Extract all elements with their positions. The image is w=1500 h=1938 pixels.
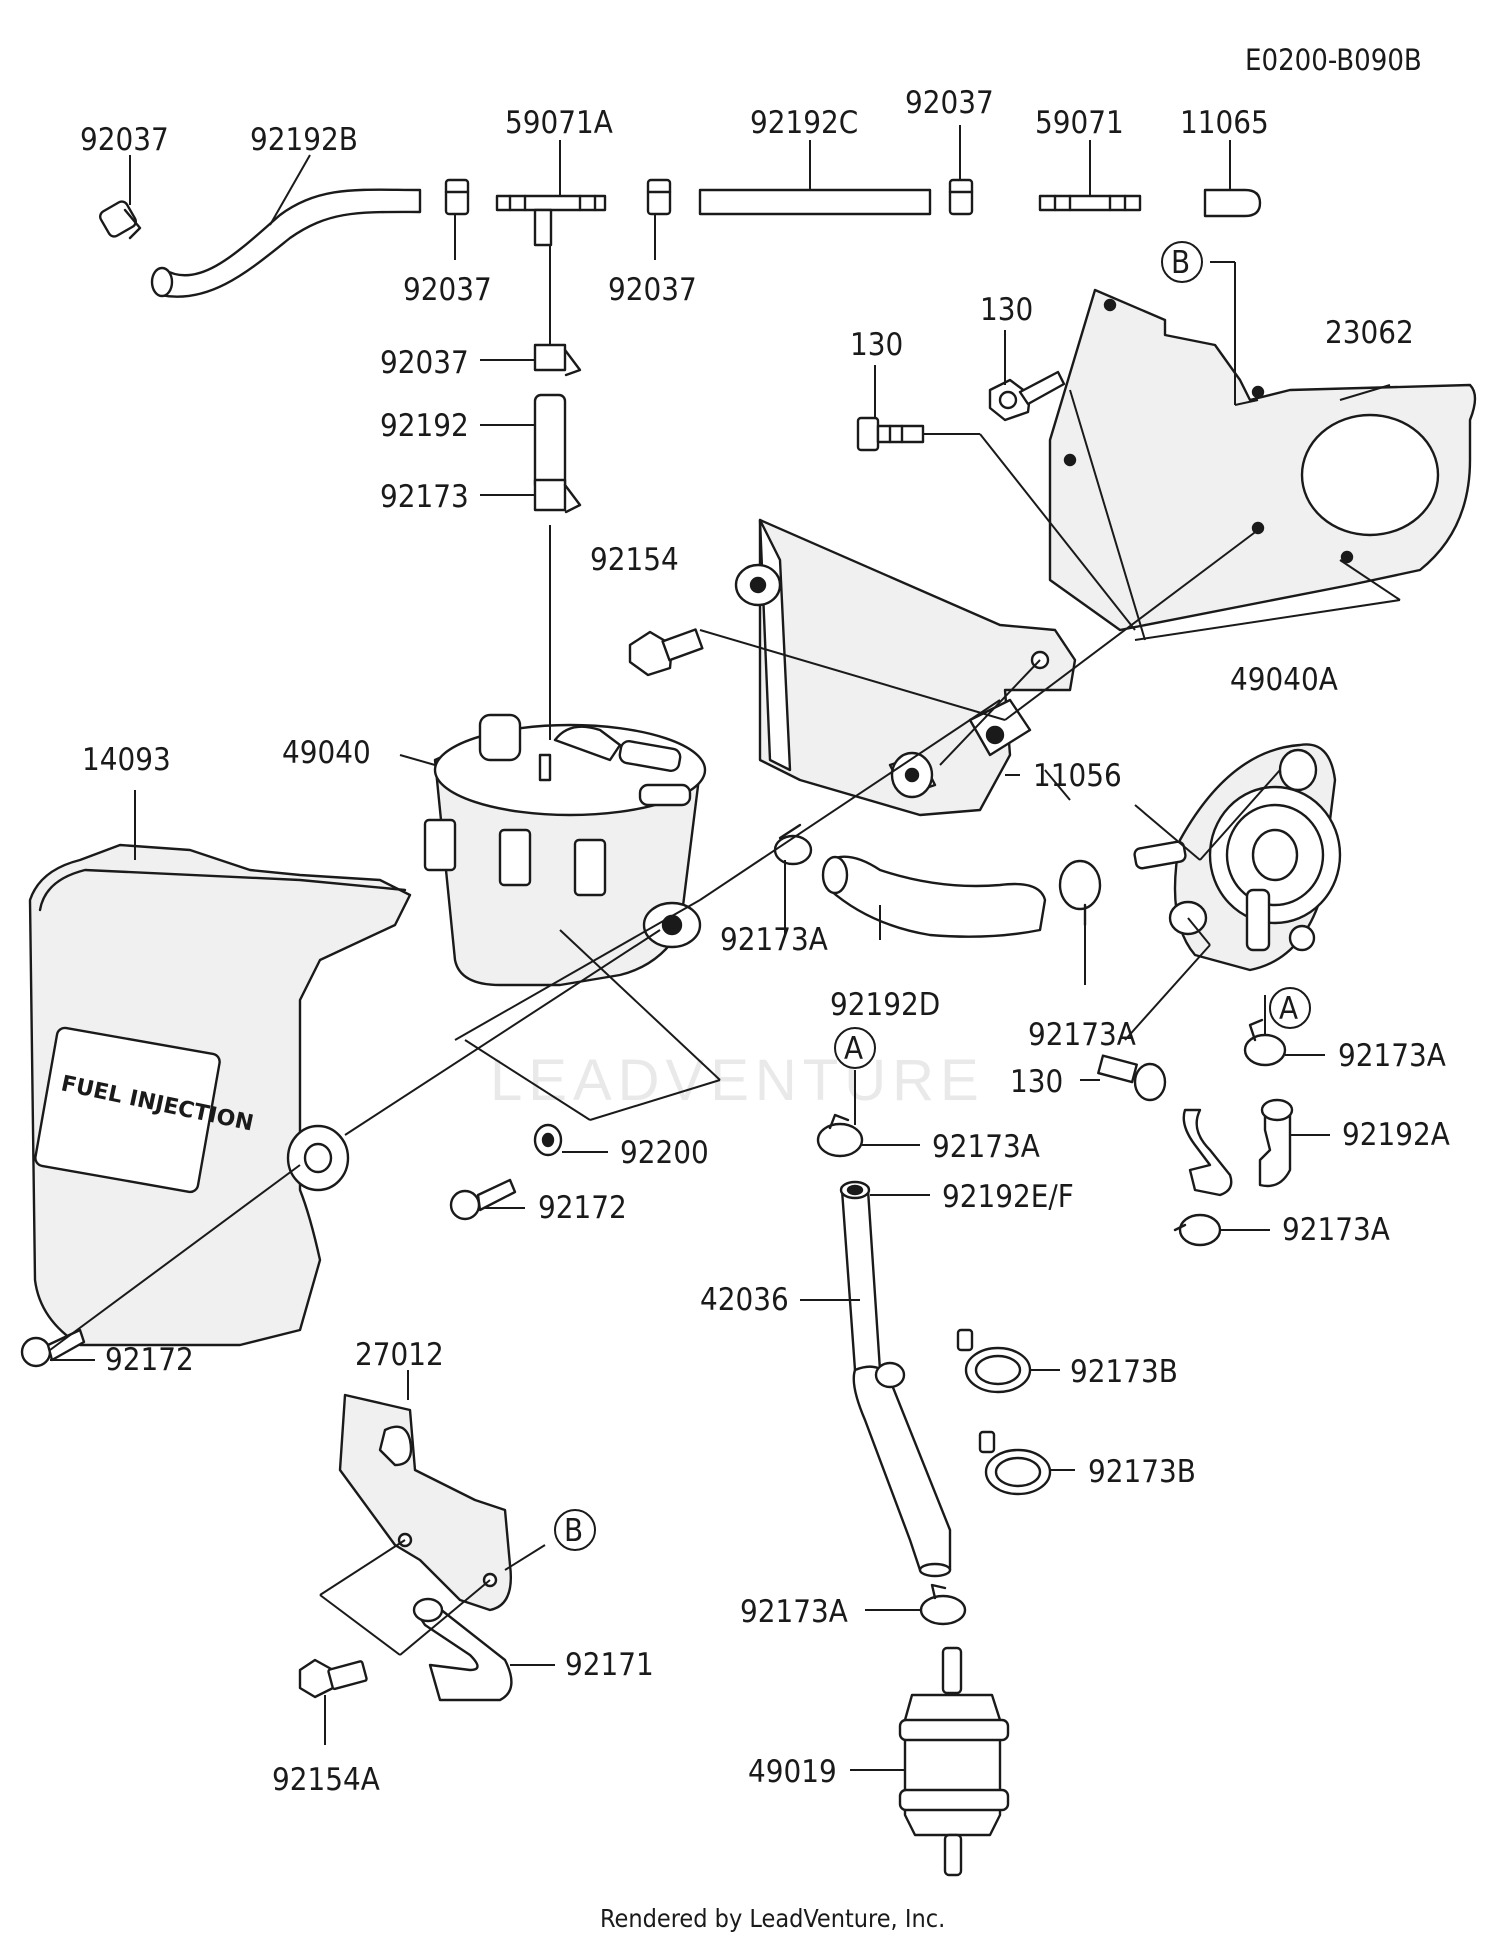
cap-11065[interactable] [1203,188,1262,218]
label-130-a: 130 [850,327,903,363]
footer-credit: Rendered by LeadVenture, Inc. [600,1904,945,1933]
clamp-92037-left[interactable] [98,199,142,240]
bolt-130-b[interactable] [988,370,1066,422]
bolt-130-c[interactable] [1097,1054,1167,1102]
bracket-27012[interactable] [338,1393,512,1612]
fitting-59071[interactable] [1038,194,1142,212]
svg-text:B: B [1171,245,1190,281]
hose-92192C[interactable] [698,188,932,216]
clamp-92173A-a[interactable] [773,823,813,866]
callout-a-center: A [834,1027,876,1069]
hose-92192A[interactable] [1182,1098,1294,1197]
label-130-c: 130 [1010,1064,1063,1100]
svg-text:A: A [1279,991,1298,1027]
callout-a-right: A [1269,987,1311,1029]
label-92037-a: 92037 [80,122,169,158]
label-92192B: 92192B [250,122,358,158]
fuel-tank-14093[interactable]: FUEL INJECTION [28,843,412,1347]
label-92037-d: 92037 [608,272,697,308]
label-92173A-d: 92173A [1282,1212,1390,1248]
clip-92171[interactable] [412,1597,513,1702]
inline-filter-49019[interactable] [898,1646,1010,1877]
label-92192C: 92192C [750,105,858,141]
label-59071A: 59071A [505,105,613,141]
part-labels: 92037 92192B 59071A 92192C 92037 59071 1… [80,85,1450,1798]
washer-92200[interactable] [533,1123,563,1157]
label-49040A: 49040A [1230,662,1338,698]
bolt-92154[interactable] [628,628,704,677]
watermark: LEADVENTURE [490,1048,985,1113]
bolt-92154A[interactable] [298,1658,368,1699]
label-92173B-a: 92173B [1070,1354,1178,1390]
clamp-92173A-b[interactable] [1058,859,1102,927]
label-11065: 11065 [1180,105,1269,141]
callout-b-bottom: B [554,1509,596,1551]
label-23062: 23062 [1325,315,1414,351]
hose-92192[interactable] [533,393,567,492]
clamp-92037-b[interactable] [444,178,470,216]
label-92200: 92200 [620,1135,709,1171]
label-11056: 11056 [1033,758,1122,794]
label-130-b: 130 [980,292,1033,328]
label-92172-a: 92172 [538,1190,627,1226]
label-92173A-c: 92173A [1338,1038,1446,1074]
label-92192A: 92192A [1342,1117,1450,1153]
label-92192: 92192 [380,408,469,444]
label-92173: 92173 [380,479,469,515]
clamp-92037-c[interactable] [646,178,672,216]
svg-text:B: B [564,1513,583,1549]
label-42036: 42036 [700,1282,789,1318]
clamp-92037-d[interactable] [948,178,974,216]
leader-lines [49,125,1401,1771]
diagram-code: E0200-B090B [1245,43,1422,77]
label-92173A-a: 92173A [720,922,828,958]
label-92192D: 92192D [830,987,940,1023]
label-92154A: 92154A [272,1762,380,1798]
screw-92172-a[interactable] [449,1178,517,1221]
label-14093: 14093 [82,742,171,778]
bracket-23062[interactable] [1048,288,1477,632]
clamp-92173A-f[interactable] [919,1583,967,1626]
label-49040: 49040 [282,735,371,771]
label-27012: 27012 [355,1337,444,1373]
clamp-92173A-d[interactable] [1173,1213,1222,1247]
label-92192EF: 92192E/F [942,1179,1074,1215]
label-59071: 59071 [1035,105,1124,141]
clamp-92037-e[interactable] [533,343,582,377]
hose-92192EF[interactable] [839,1180,882,1372]
clamp-92173B-a[interactable] [956,1328,1032,1394]
tee-59071A[interactable] [495,194,607,247]
bolt-130-a[interactable] [856,416,925,452]
label-92173A-b: 92173A [1028,1017,1136,1053]
label-49019: 49019 [748,1754,837,1790]
label-92172-b: 92172 [105,1342,194,1378]
label-92037-c: 92037 [403,272,492,308]
hose-42036[interactable] [852,1361,952,1578]
label-92037-b: 92037 [905,85,994,121]
clamp-92173A-e[interactable] [816,1113,864,1158]
clamp-92173[interactable] [533,478,582,514]
hose-92192D[interactable] [821,855,1047,938]
label-92173A-f: 92173A [740,1594,848,1630]
label-92171: 92171 [565,1647,654,1683]
label-92173B-b: 92173B [1088,1454,1196,1490]
screw-92172-b[interactable] [20,1328,86,1368]
label-92173A-e: 92173A [932,1129,1040,1165]
shield-11056[interactable] [734,518,1077,817]
svg-text:A: A [844,1031,863,1067]
callout-b-top: B [1161,241,1203,283]
clamp-92173B-b[interactable] [978,1430,1052,1496]
label-92154: 92154 [590,542,679,578]
label-92037-e: 92037 [380,345,469,381]
fuel-pump-assembly-49040[interactable] [423,713,707,987]
hose-92192B[interactable] [150,188,422,298]
fuel-pump-49040A[interactable] [1133,743,1342,972]
